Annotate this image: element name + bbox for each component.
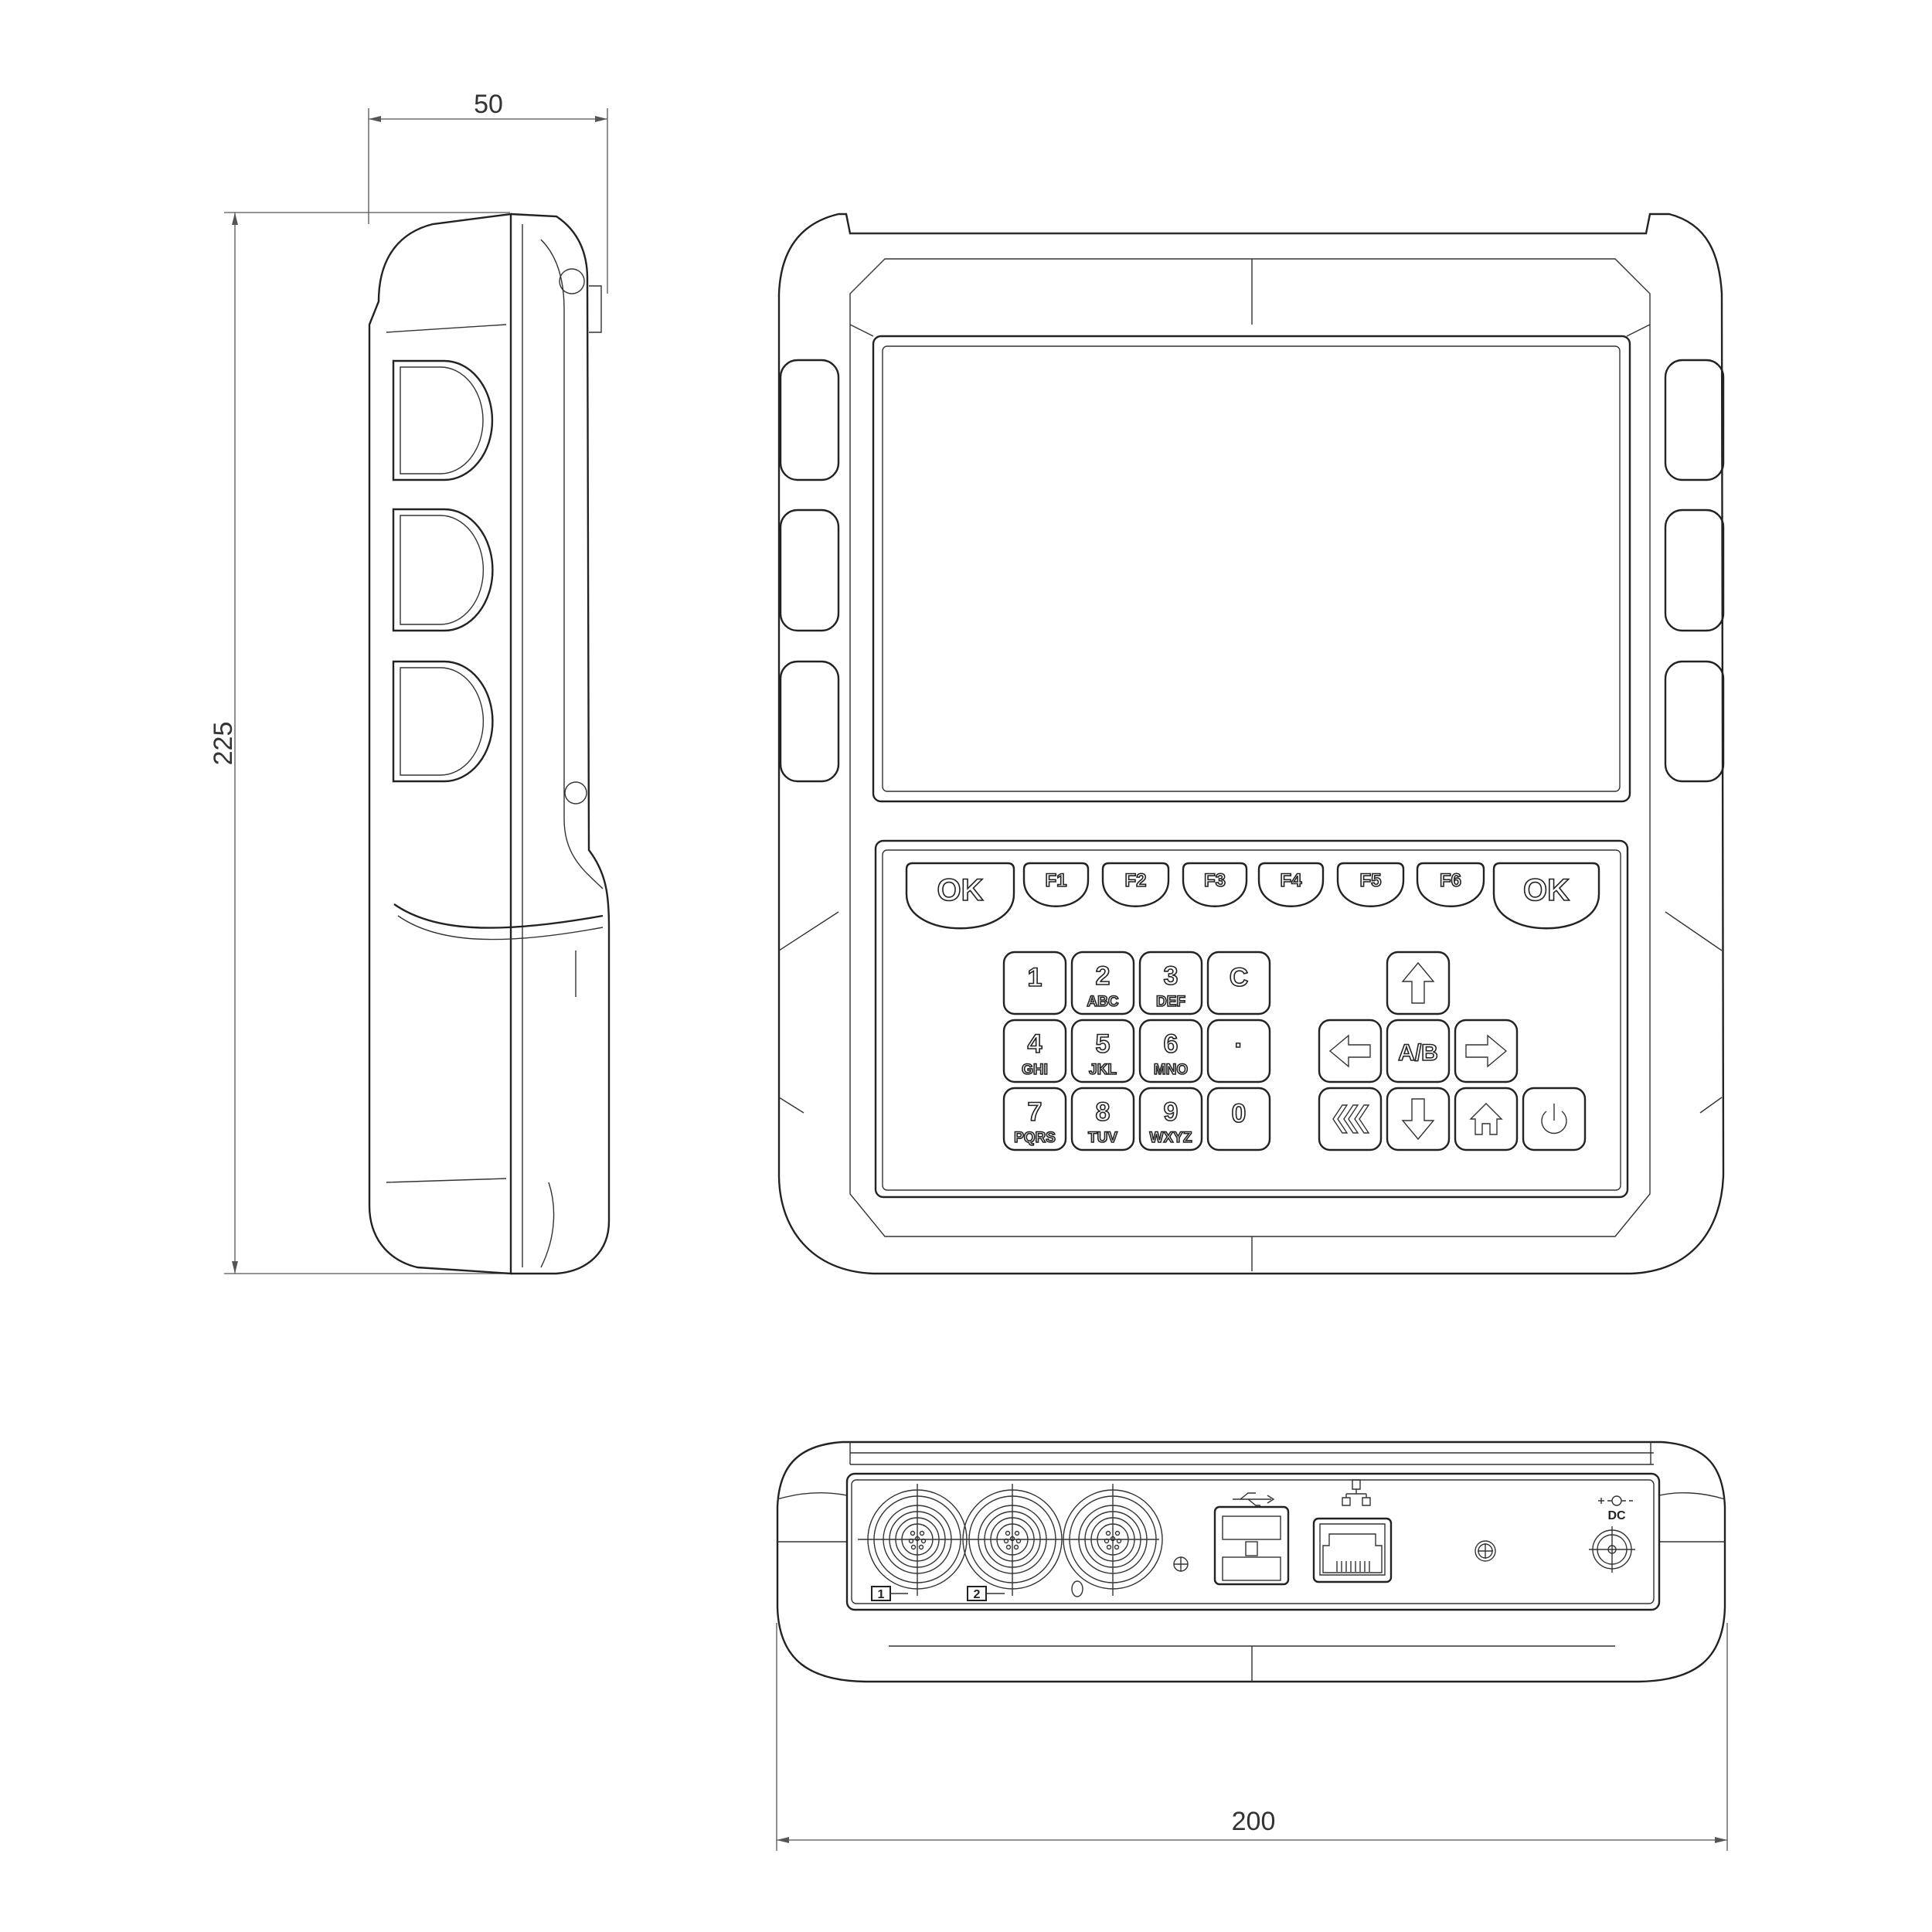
svg-text:C: C	[1230, 963, 1249, 992]
function-key-f2[interactable]: F2	[1101, 862, 1170, 907]
svg-text:2: 2	[974, 1588, 981, 1601]
back-icon	[1332, 1104, 1370, 1134]
dc-polarity-icon	[1598, 1498, 1633, 1504]
svg-text:DEF: DEF	[1156, 994, 1185, 1010]
home-key[interactable]	[1454, 1087, 1519, 1151]
arrow-down-icon	[1401, 1098, 1435, 1141]
svg-text:·: ·	[1234, 1031, 1243, 1060]
key-1[interactable]: 1	[1002, 951, 1067, 1015]
circular-connector-1[interactable]	[867, 1484, 968, 1596]
dimension-height-label: 225	[209, 722, 238, 766]
arrow-left-key[interactable]	[1318, 1019, 1383, 1083]
dimension-depth: 50	[368, 90, 608, 294]
svg-text:1: 1	[878, 1588, 885, 1601]
svg-text:6: 6	[1164, 1029, 1179, 1059]
svg-text:ABC: ABC	[1087, 994, 1118, 1010]
function-key-f3[interactable]: F3	[1182, 862, 1248, 907]
svg-text:8: 8	[1096, 1097, 1111, 1127]
svg-text:TUV: TUV	[1088, 1130, 1117, 1146]
svg-text:3: 3	[1164, 961, 1179, 991]
key-decimal[interactable]: ·	[1206, 1019, 1271, 1083]
svg-text:0: 0	[1232, 1099, 1247, 1128]
function-key-row: OK F1 F2 F3 F4 F5 F6 OK	[905, 862, 1600, 930]
key-0[interactable]: 0	[1206, 1087, 1271, 1151]
arrow-up-key[interactable]	[1386, 951, 1451, 1015]
svg-text:F2: F2	[1124, 870, 1146, 891]
svg-text:OK: OK	[1523, 873, 1570, 907]
arrow-left-icon	[1328, 1034, 1371, 1068]
svg-text:JKL: JKL	[1089, 1062, 1117, 1078]
svg-text:F3: F3	[1204, 870, 1226, 891]
keypad-panel	[874, 839, 1629, 1199]
side-view	[368, 213, 611, 1275]
side-grip-buttons	[392, 359, 494, 783]
svg-text:WXYZ: WXYZ	[1150, 1130, 1192, 1146]
connector-label-2: 2	[967, 1586, 1005, 1601]
connector-label-1: 1	[871, 1586, 908, 1601]
circular-connector-2[interactable]	[962, 1484, 1063, 1596]
svg-text:9: 9	[1164, 1097, 1179, 1127]
left-grips	[779, 359, 840, 783]
svg-text:2: 2	[1096, 961, 1111, 991]
dc-label: DC	[1607, 1509, 1626, 1522]
power-icon	[1541, 1104, 1567, 1134]
svg-text:MNO: MNO	[1154, 1062, 1188, 1078]
function-key-f5[interactable]: F5	[1336, 862, 1405, 907]
arrow-up-icon	[1401, 961, 1435, 1004]
svg-text:GHI: GHI	[1022, 1062, 1048, 1078]
dimension-width-label: 200	[1232, 1807, 1276, 1836]
svg-text:OK: OK	[937, 873, 984, 907]
svg-text:7: 7	[1028, 1097, 1043, 1127]
dimension-height: 225	[209, 212, 510, 1274]
function-key-f4[interactable]: F4	[1257, 862, 1325, 907]
bottom-view: 1 2 DC	[776, 1440, 1726, 1683]
arrow-right-key[interactable]	[1454, 1019, 1519, 1083]
svg-text:PQRS: PQRS	[1014, 1130, 1056, 1146]
dc-power-jack[interactable]: DC	[1589, 1495, 1635, 1573]
circular-connector-3[interactable]	[1063, 1484, 1163, 1596]
usb-icon	[1233, 1492, 1275, 1506]
function-key-f6[interactable]: F6	[1416, 862, 1485, 907]
arrow-down-key[interactable]	[1386, 1087, 1451, 1151]
key-c[interactable]: C	[1206, 951, 1271, 1015]
screw-icon	[1173, 1556, 1189, 1572]
svg-text:F5: F5	[1359, 870, 1381, 891]
ab-key[interactable]: A/B	[1386, 1019, 1451, 1083]
dimension-width: 200	[776, 1623, 1728, 1851]
svg-text:1: 1	[1028, 963, 1043, 992]
ok-key[interactable]: OK	[1492, 862, 1600, 930]
function-key-f1[interactable]: F1	[1022, 862, 1090, 907]
display-screen	[872, 335, 1631, 803]
svg-text:F6: F6	[1440, 870, 1461, 891]
power-key[interactable]	[1522, 1087, 1587, 1151]
usb-port[interactable]	[1213, 1492, 1290, 1586]
back-key[interactable]	[1318, 1087, 1383, 1151]
screw-icon	[1475, 1540, 1496, 1562]
dimension-depth-label: 50	[474, 90, 503, 119]
ground-symbol-icon	[1071, 1580, 1083, 1597]
port-panel	[845, 1472, 1661, 1611]
svg-text:5: 5	[1096, 1029, 1111, 1059]
svg-text:F1: F1	[1045, 870, 1066, 891]
arrow-right-icon	[1465, 1034, 1508, 1068]
svg-text:4: 4	[1028, 1029, 1043, 1059]
home-icon	[1469, 1103, 1503, 1135]
navigation-keypad: A/B	[1318, 951, 1587, 1151]
right-grips	[1664, 359, 1725, 783]
svg-text:F4: F4	[1280, 870, 1302, 891]
ethernet-port[interactable]	[1312, 1479, 1393, 1583]
svg-text:A/B: A/B	[1398, 1040, 1438, 1066]
network-icon	[1342, 1479, 1371, 1506]
ok-key[interactable]: OK	[905, 862, 1015, 930]
